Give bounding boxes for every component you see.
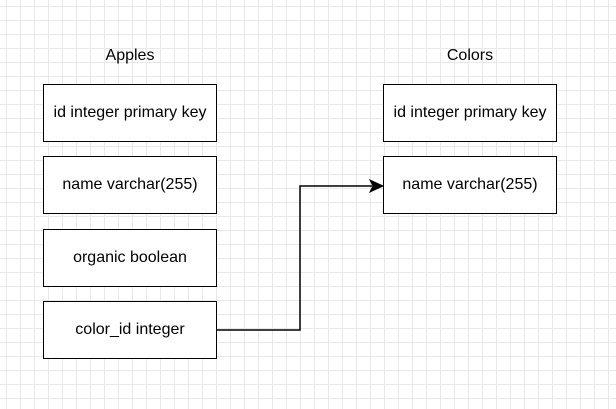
- colors-field-name[interactable]: name varchar(255): [383, 156, 557, 214]
- connector-line[interactable]: [217, 185, 372, 331]
- apples-field-color-id[interactable]: color_id integer: [43, 301, 217, 359]
- arrowhead-icon: [368, 178, 385, 194]
- colors-table-title: Colors: [446, 47, 494, 64]
- colors-field-id[interactable]: id integer primary key: [383, 84, 557, 142]
- apples-field-id[interactable]: id integer primary key: [43, 84, 217, 142]
- apples-field-organic[interactable]: organic boolean: [43, 229, 217, 287]
- apples-field-name[interactable]: name varchar(255): [43, 156, 217, 214]
- apples-table-title: Apples: [105, 47, 155, 64]
